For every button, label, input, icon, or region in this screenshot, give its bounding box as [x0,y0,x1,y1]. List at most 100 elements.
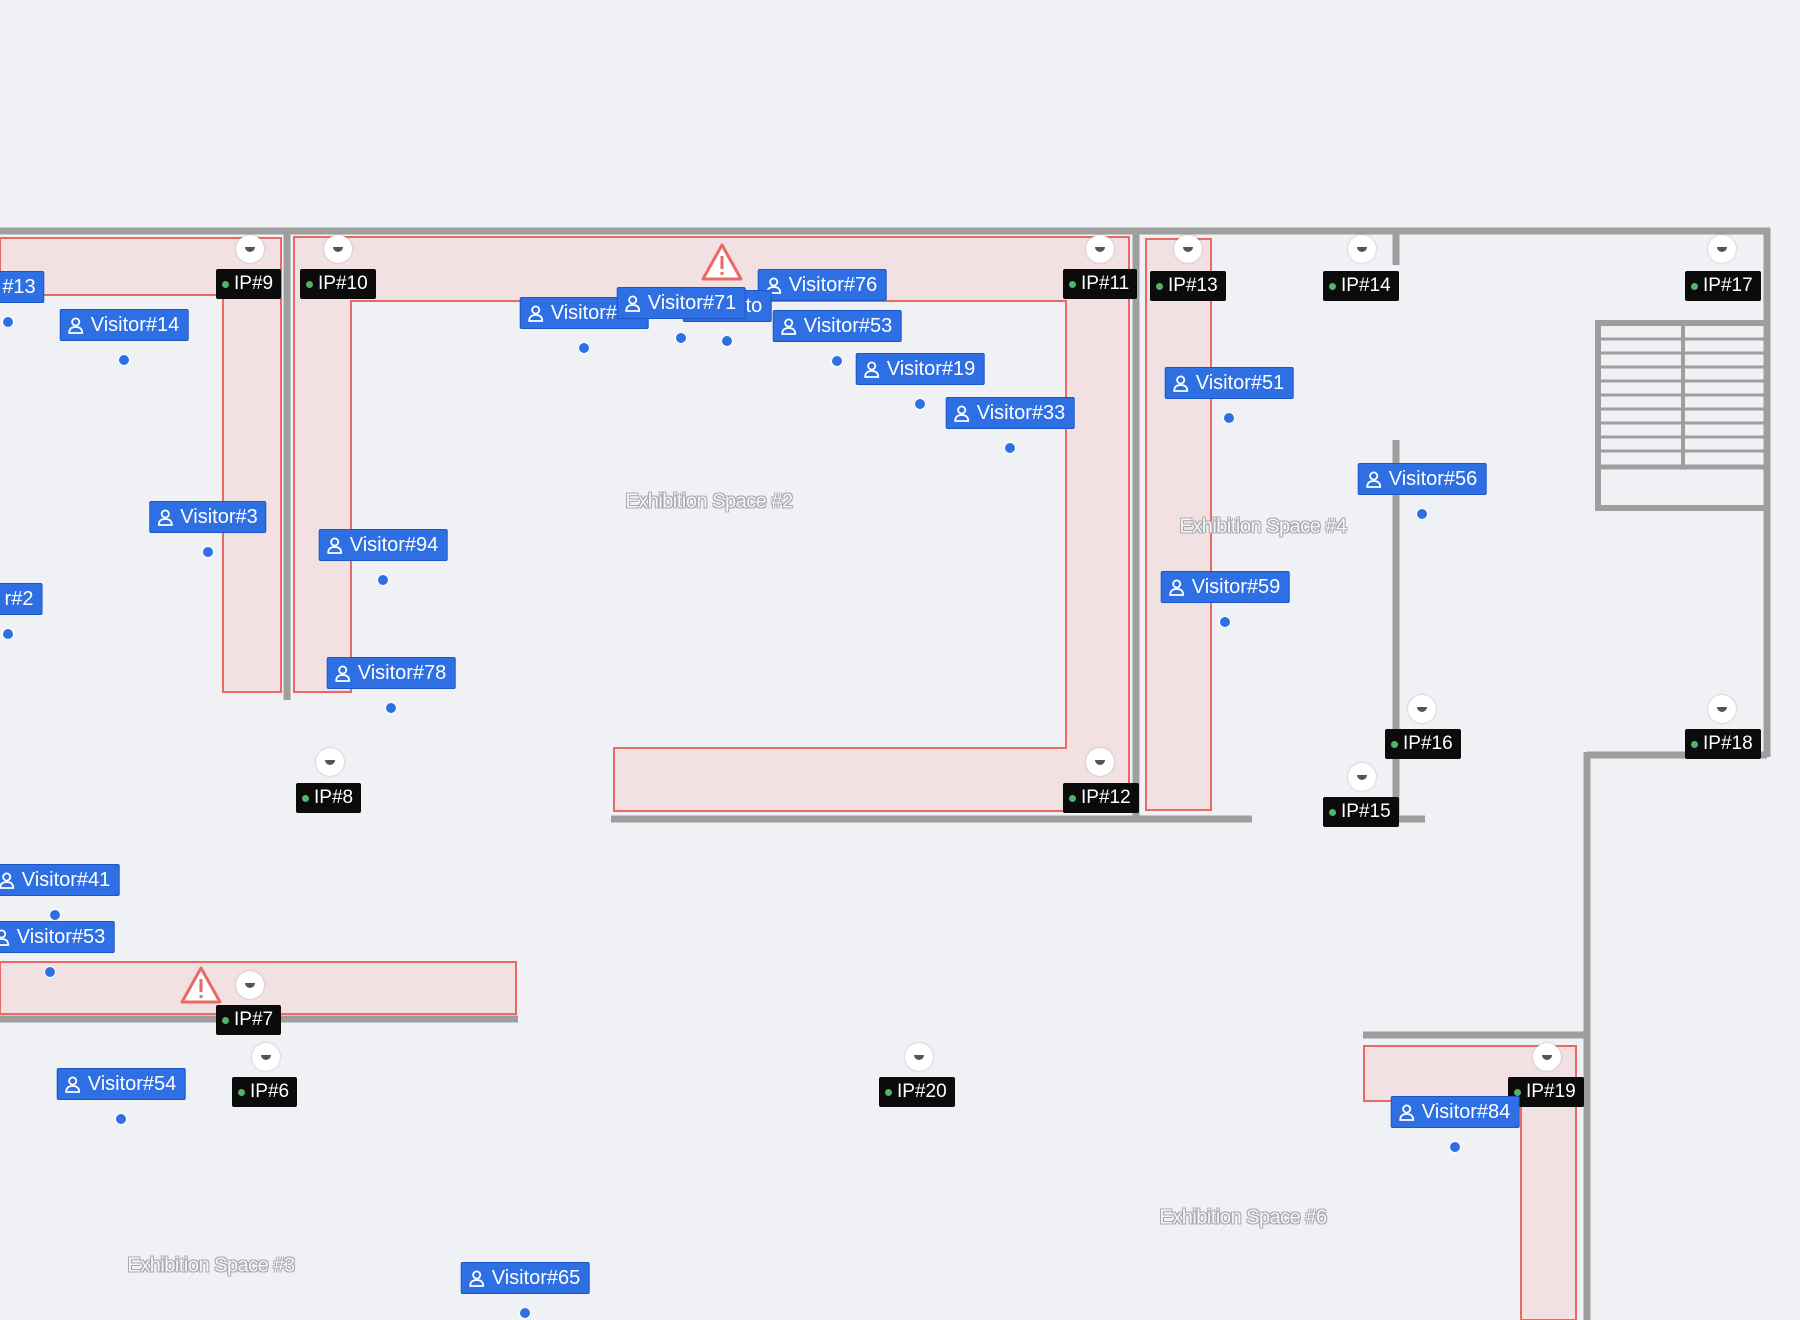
camera-label-text: IP#10 [318,273,368,294]
visitor-label: Visitor#53 [16,926,106,948]
camera-label[interactable]: IP#9 [216,269,282,299]
visitor-label: Visitor#59 [1191,576,1281,598]
camera-label[interactable]: IP#19 [1508,1077,1584,1107]
dome-camera-icon[interactable] [236,235,264,263]
visitor-tag[interactable]: Visitor#53 [772,310,902,342]
person-icon [0,871,16,889]
person-icon [67,316,85,334]
visitor-location-dot[interactable] [118,354,130,366]
visitor-location-dot[interactable] [1223,412,1235,424]
visitor-label: Visitor#51 [1195,372,1285,394]
dome-camera-icon[interactable] [1174,235,1202,263]
visitor-tag[interactable]: Visitor#41 [0,864,120,896]
visitor-tag[interactable]: Visitor#19 [855,353,985,385]
visitor-tag[interactable]: Visitor#78 [326,657,456,689]
visitor-location-dot[interactable] [1449,1141,1461,1153]
dome-camera-icon[interactable] [905,1043,933,1071]
visitor-label: Visitor#76 [788,274,878,296]
camera-label[interactable]: IP#7 [216,1005,282,1035]
visitor-tag[interactable]: Visitor#84 [1390,1096,1520,1128]
visitor-location-dot[interactable] [1004,442,1016,454]
camera-label[interactable]: IP#10 [300,269,376,299]
dome-camera-icon[interactable] [1533,1043,1561,1071]
dome-camera-icon[interactable] [324,235,352,263]
dome-camera-icon[interactable] [1408,695,1436,723]
visitor-tag[interactable]: Visitor#14 [59,309,189,341]
camera-label-text: IP#12 [1081,787,1131,808]
camera-label[interactable]: IP#8 [296,783,362,813]
warning-triangle-icon[interactable] [179,965,223,1005]
camera-status-dot [1069,794,1076,802]
visitor-tag[interactable]: Visitor#56 [1357,463,1487,495]
visitor-location-dot[interactable] [2,316,14,328]
visitor-tag[interactable]: #13 [0,271,45,303]
visitor-location-dot[interactable] [1416,508,1428,520]
camera-label[interactable]: IP#14 [1323,271,1399,301]
area-label: Exhibition Space #4 [1179,515,1347,538]
visitor-location-dot[interactable] [202,546,214,558]
person-icon [64,1075,82,1093]
visitor-tag[interactable]: Visitor#54 [56,1068,186,1100]
visitor-tag[interactable]: Visitor#51 [1164,367,1294,399]
camera-label[interactable]: IP#18 [1685,729,1761,759]
visitor-tag[interactable]: Visitor#71 [616,287,746,319]
person-icon [334,664,352,682]
camera-status-dot [222,280,229,288]
camera-label[interactable]: IP#15 [1323,797,1399,827]
visitor-location-dot[interactable] [519,1307,531,1319]
camera-label[interactable]: IP#12 [1063,783,1139,813]
dome-camera-icon[interactable] [252,1043,280,1071]
person-icon [1168,578,1186,596]
camera-label[interactable]: IP#16 [1385,729,1461,759]
camera-label[interactable]: IP#17 [1685,271,1761,301]
camera-label-text: IP#8 [314,787,354,808]
visitor-tag[interactable]: Visitor#3 [149,501,267,533]
dome-camera-icon[interactable] [1708,695,1736,723]
visitor-tag[interactable]: Visitor#53 [0,921,115,953]
camera-status-dot [1156,282,1163,290]
camera-label[interactable]: IP#13 [1150,271,1226,301]
restricted-zone [1363,1045,1577,1320]
visitor-tag[interactable]: Visitor#59 [1160,571,1290,603]
camera-label-text: IP#18 [1703,733,1753,754]
camera-label-text: IP#16 [1403,733,1453,754]
person-icon [468,1269,486,1287]
visitor-location-dot[interactable] [377,574,389,586]
person-icon [0,928,11,946]
dome-camera-icon[interactable] [316,748,344,776]
visitor-location-dot[interactable] [675,332,687,344]
visitor-location-dot[interactable] [578,342,590,354]
visitor-location-dot[interactable] [831,355,843,367]
visitor-tag[interactable]: Visitor#94 [318,529,448,561]
visitor-label: Visitor#94 [349,534,439,556]
visitor-tag[interactable]: Visitor#33 [945,397,1075,429]
dome-camera-icon[interactable] [1348,763,1376,791]
warning-triangle-icon[interactable] [700,242,744,282]
visitor-label: Visitor#54 [87,1073,177,1095]
visitor-tag[interactable]: Visitor#65 [460,1262,590,1294]
camera-label[interactable]: IP#6 [232,1077,298,1107]
dome-camera-icon[interactable] [1348,235,1376,263]
dome-camera-icon[interactable] [1708,235,1736,263]
visitor-tag[interactable]: Visitor#76 [757,269,887,301]
camera-label-text: IP#9 [234,273,274,294]
visitor-tag[interactable]: r#2 [0,583,43,615]
person-icon [863,360,881,378]
person-icon [1365,470,1383,488]
visitor-location-dot[interactable] [44,966,56,978]
visitor-location-dot[interactable] [49,909,61,921]
visitor-location-dot[interactable] [115,1113,127,1125]
camera-label[interactable]: IP#11 [1063,269,1138,299]
dome-camera-icon[interactable] [1086,748,1114,776]
visitor-location-dot[interactable] [1219,616,1231,628]
visitor-label: Visitor#53 [803,315,893,337]
visitor-location-dot[interactable] [2,628,14,640]
visitor-location-dot[interactable] [721,335,733,347]
dome-camera-icon[interactable] [236,971,264,999]
visitor-location-dot[interactable] [385,702,397,714]
dome-camera-icon[interactable] [1086,235,1114,263]
camera-label[interactable]: IP#20 [879,1077,955,1107]
camera-status-dot [1691,282,1698,290]
visitor-location-dot[interactable] [914,398,926,410]
